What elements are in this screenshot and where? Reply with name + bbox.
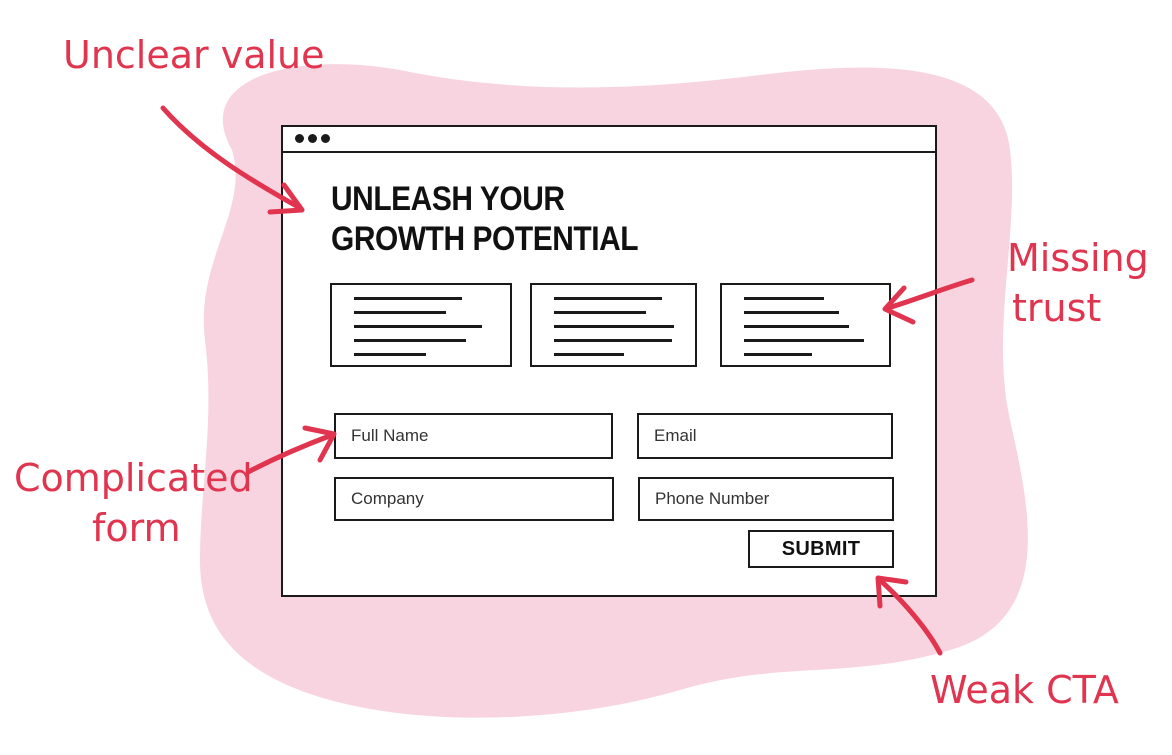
text-placeholder-line — [744, 353, 812, 356]
annotation-missing-trust: Missing trust — [1007, 233, 1149, 333]
text-placeholder-line — [354, 297, 462, 300]
annotation-line: Missing — [1007, 236, 1149, 280]
text-placeholder-line — [554, 311, 646, 314]
browser-window: UNLEASH YOUR GROWTH POTENTIAL SUBMIT — [281, 125, 937, 597]
hero-headline-line: UNLEASH YOUR — [331, 180, 565, 218]
annotation-line: form — [92, 506, 181, 550]
text-placeholder-line — [554, 353, 624, 356]
annotation-complicated-form: Complicated form — [14, 453, 253, 553]
hero-headline: UNLEASH YOUR GROWTH POTENTIAL — [331, 179, 639, 259]
annotation-line: trust — [1012, 286, 1102, 330]
text-placeholder-line — [744, 297, 824, 300]
feature-card — [530, 283, 697, 367]
email-input[interactable] — [637, 413, 893, 459]
annotation-line: Complicated — [14, 456, 253, 500]
annotation-line: Unclear value — [63, 33, 325, 77]
text-placeholder-line — [354, 353, 426, 356]
hero-headline-line: GROWTH POTENTIAL — [331, 220, 639, 258]
feature-card — [330, 283, 512, 367]
window-dot-icon — [321, 134, 330, 143]
text-placeholder-line — [554, 325, 674, 328]
annotation-line: Weak CTA — [930, 668, 1119, 712]
text-placeholder-line — [744, 339, 864, 342]
text-placeholder-line — [354, 325, 482, 328]
text-placeholder-line — [354, 311, 446, 314]
text-placeholder-line — [744, 311, 839, 314]
annotation-weak-cta: Weak CTA — [930, 665, 1119, 715]
phone-number-input[interactable] — [638, 477, 894, 521]
annotation-unclear-value: Unclear value — [63, 30, 325, 80]
text-placeholder-line — [554, 297, 662, 300]
full-name-input[interactable] — [334, 413, 613, 459]
text-placeholder-line — [554, 339, 672, 342]
text-placeholder-line — [354, 339, 466, 342]
browser-title-bar — [283, 127, 935, 153]
submit-button[interactable]: SUBMIT — [748, 530, 894, 568]
window-dot-icon — [308, 134, 317, 143]
feature-card — [720, 283, 891, 367]
text-placeholder-line — [744, 325, 849, 328]
window-dot-icon — [295, 134, 304, 143]
company-input[interactable] — [334, 477, 614, 521]
